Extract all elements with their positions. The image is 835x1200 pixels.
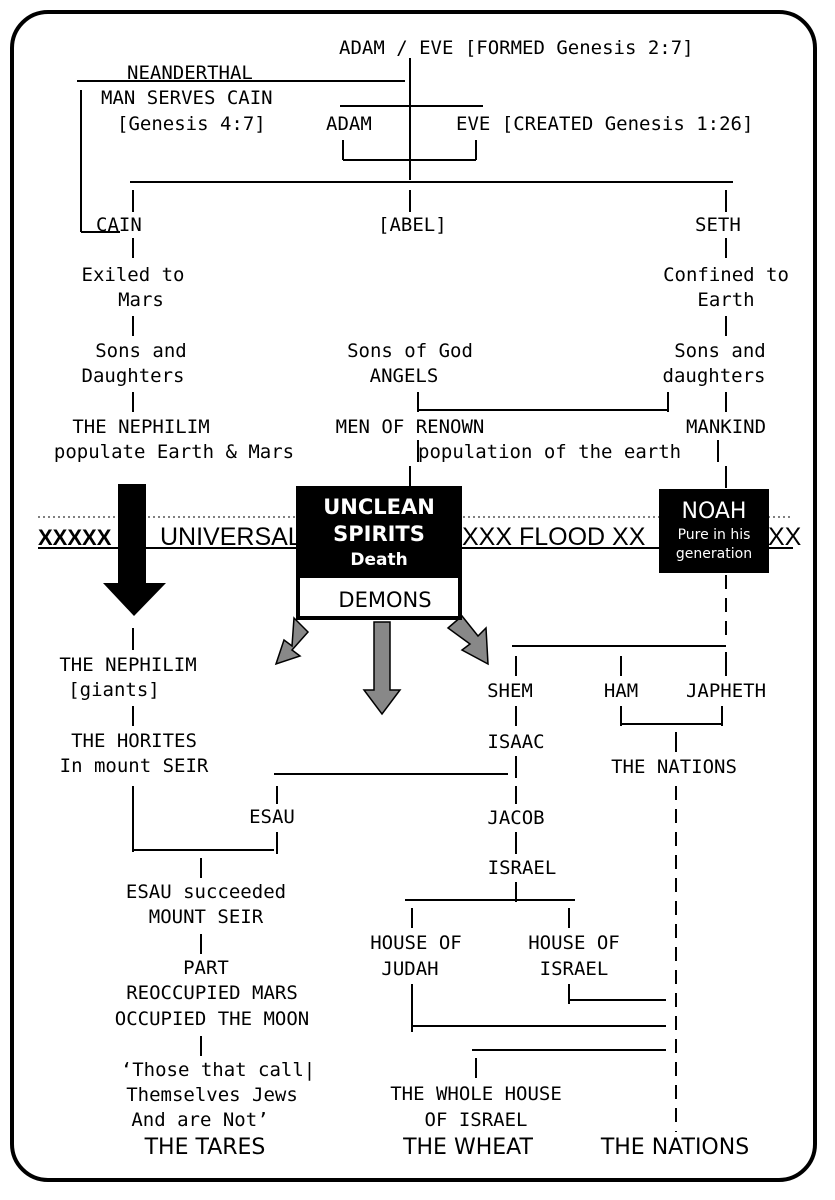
the-nations-mid-label: THE NATIONS [611,756,737,778]
tares-label: THE TARES [144,1135,266,1160]
men-of-renown-label: MEN OF RENOWN [336,416,485,438]
man-serves-cain-label: MAN SERVES CAIN [101,87,273,109]
adam-label: ADAM [326,113,372,135]
eve-created-label: EVE [CREATED Genesis 1:26] [456,113,753,135]
nephilim-after-label: THE NEPHILIM [59,654,196,676]
nations-footer-label: THE NATIONS [600,1135,749,1160]
connector-lines [38,58,793,1132]
daughters-right-label: daughters [663,365,766,387]
populate-label: populate Earth & Mars [54,441,294,463]
house-of-israel-1: HOUSE OF [528,932,620,954]
mars-label: Mars [118,289,164,311]
population-label: population of the earth [418,441,681,463]
nephilim-label: THE NEPHILIM [72,416,209,438]
confined-to-label: Confined to [663,264,789,286]
mankind-label: MANKIND [686,416,766,438]
noah-sub1: Pure in his [678,527,751,543]
isaac-label: ISAAC [487,731,544,753]
quote-line-3: And are Not’ [131,1109,268,1131]
adam-eve-formed-label: ADAM / EVE [FORMED Genesis 2:7] [339,37,694,59]
noah-box: NOAH Pure in his generation [659,489,769,573]
flood-mid: XXX FLOOD XX [462,523,646,551]
japheth-label: JAPHETH [686,680,766,702]
of-israel-label: OF ISRAEL [425,1109,528,1131]
mount-seir-2-label: MOUNT SEIR [149,906,264,928]
house-of-judah-1: HOUSE OF [370,932,462,954]
unclean-spirits-box: UNCLEAN SPIRITS Death DEMONS [296,486,462,620]
jacob-label: JACOB [487,807,544,829]
whole-house-label: THE WHOLE HOUSE [390,1083,562,1105]
esau-label: ESAU [249,806,295,828]
judah-label: JUDAH [381,958,438,980]
house-israel-label: ISRAEL [540,958,609,980]
esau-succeeded-label: ESAU succeeded [126,881,286,903]
angels-label: ANGELS [370,365,439,387]
spirits-label: SPIRITS [333,522,425,546]
daughters-left-label: Daughters [82,365,185,387]
unclean-label: UNCLEAN [323,495,435,519]
demon-arrows [274,614,489,716]
sons-of-god-label: Sons of God [347,340,473,362]
exiled-to-label: Exiled to [82,264,185,286]
part-label: PART [183,957,229,979]
death-label: Death [350,550,407,570]
reoccupied-mars-label: REOCCUPIED MARS [126,982,298,1004]
ham-label: HAM [604,680,638,702]
abel-label: [ABEL] [378,214,447,236]
neanderthal-label: NEANDERTHAL [127,62,253,84]
noah-title: NOAH [682,499,747,524]
flood-xxxxx-left: XXXXX [38,525,112,550]
noah-sub2: generation [676,546,752,562]
shem-label: SHEM [487,680,533,702]
mount-seir-label: In mount SEIR [60,755,209,777]
occupied-moon-label: OCCUPIED THE MOON [115,1008,309,1030]
flood-universal: UNIVERSAL [160,523,302,551]
cain-label: CAIN [96,214,142,236]
wheat-label: THE WHEAT [402,1135,533,1160]
genesis-4-7-label: [Genesis 4:7] [117,113,266,135]
sons-and-left-label: Sons and [95,340,187,362]
flood-xx-right: XX [768,523,802,551]
nephilim-down-arrow [103,484,166,616]
quote-line-1: ‘Those that call| [121,1059,315,1081]
horites-label: THE HORITES [71,730,197,752]
quote-line-2: Themselves Jews [126,1084,298,1106]
seth-label: SETH [695,214,741,236]
demons-label: DEMONS [338,588,431,612]
earth-label: Earth [697,289,754,311]
sons-and-right-label: Sons and [674,340,766,362]
giants-label: [giants] [68,679,160,701]
israel-label: ISRAEL [488,857,557,879]
